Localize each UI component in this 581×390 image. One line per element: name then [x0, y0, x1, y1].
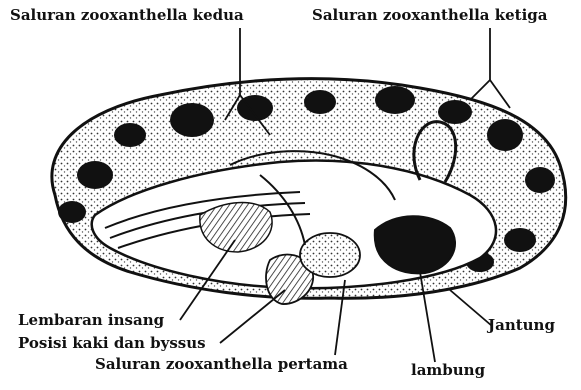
first-channel-region [300, 233, 360, 277]
label-foot-byssus: Posisi kaki dan byssus [18, 336, 206, 351]
label-first-channel: Saluran zooxanthella pertama [95, 357, 348, 372]
label-third-channel: Saluran zooxanthella ketiga [312, 8, 548, 23]
label-gill-sheet: Lembaran insang [18, 313, 164, 328]
label-stomach: lambung [411, 363, 485, 378]
label-heart: Jantung [488, 318, 555, 333]
label-second-channel: Saluran zooxanthella kedua [10, 8, 244, 23]
